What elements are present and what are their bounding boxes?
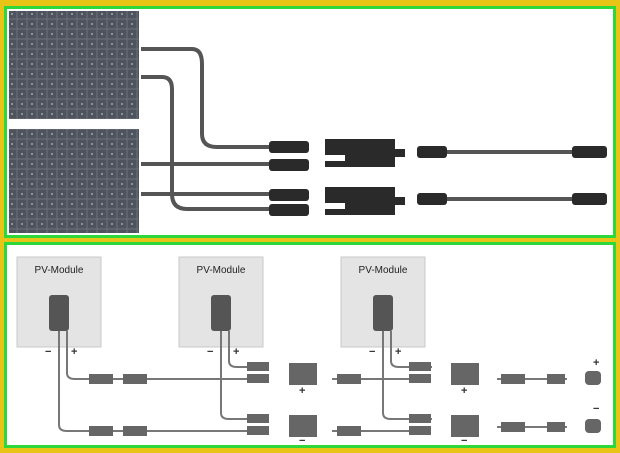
solar-panels-with-connectors-photo [9,11,607,233]
module-label: PV-Module [358,265,408,276]
minus-sign: − [207,346,214,358]
plus-sign: + [299,385,306,397]
photo-panel [4,6,616,238]
minus-sign: − [45,346,52,358]
minus-sign: − [593,403,600,415]
minus-sign: − [461,435,468,447]
solar-panel-1 [9,11,139,119]
minus-sign: − [369,346,376,358]
module-label: PV-Module [34,265,84,276]
plus-sign: + [461,385,468,397]
plus-sign: + [71,346,78,358]
solar-panel-2 [9,129,139,233]
module-label: PV-Module [196,265,246,276]
wiring-diagram-panel: PV-Module PV-Module PV-Module − + − + − … [4,242,616,448]
plus-sign: + [593,357,600,369]
plus-sign: + [233,346,240,358]
minus-sign: − [299,435,306,447]
diagram-connectors [89,362,601,437]
cables [141,47,577,211]
junction-boxes [49,295,393,331]
plus-sign: + [395,346,402,358]
connectors [269,139,607,216]
wiring-diagram [16,256,601,437]
